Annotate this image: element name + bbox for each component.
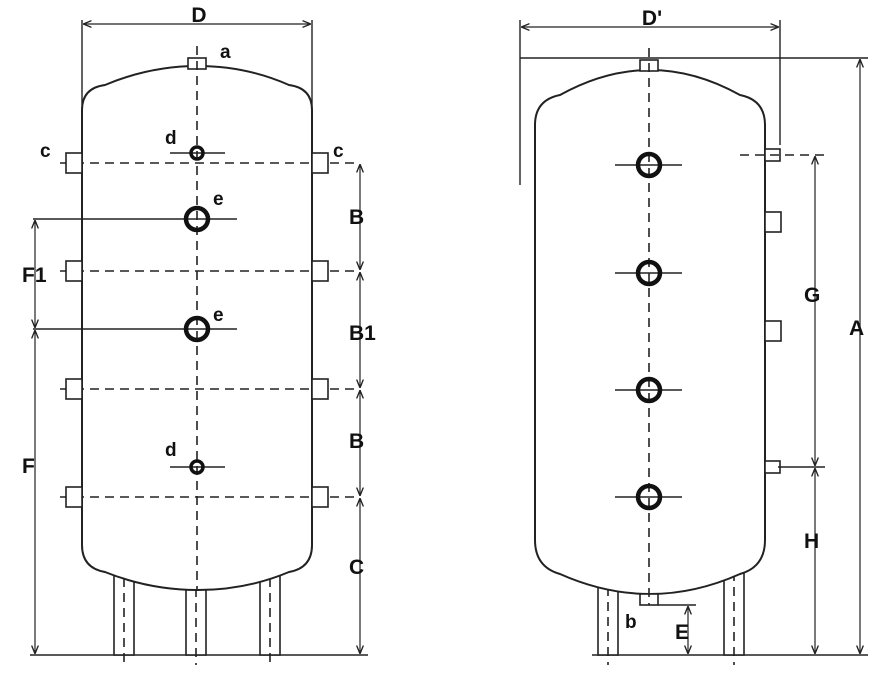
label-c-right: c xyxy=(333,141,344,162)
right-tank-body xyxy=(534,68,766,596)
left-tank-legs xyxy=(113,574,281,665)
label-d: D xyxy=(191,4,206,27)
label-e-dim: E xyxy=(675,621,689,644)
right-tank-view xyxy=(519,20,868,665)
label-d-lower: d xyxy=(165,440,177,461)
label-b-upper: B xyxy=(349,206,364,229)
large-port-e-upper xyxy=(33,205,237,233)
label-b-lower: B xyxy=(349,430,364,453)
label-c-left: c xyxy=(40,141,51,162)
label-d-prime: D' xyxy=(642,7,662,30)
small-port-d-lower xyxy=(170,459,225,475)
left-tank-view xyxy=(30,20,368,665)
label-c-dim: C xyxy=(349,556,364,579)
left-side-nozzles xyxy=(65,152,329,508)
left-tank-body xyxy=(81,64,313,592)
label-f1: F1 xyxy=(22,264,47,287)
right-leg-right xyxy=(723,569,745,656)
label-h: H xyxy=(804,530,819,553)
label-a-total: A xyxy=(849,317,864,340)
large-port-e-lower xyxy=(33,315,237,343)
small-port-d-upper xyxy=(170,145,225,161)
label-e-upper: e xyxy=(213,189,224,210)
label-d-upper: d xyxy=(165,128,177,149)
label-e-lower: e xyxy=(213,305,224,326)
label-g: G xyxy=(804,284,820,307)
right-front-ports xyxy=(615,151,682,511)
right-side-nozzles xyxy=(764,148,782,474)
label-b-bottom: b xyxy=(625,612,637,633)
label-f: F xyxy=(22,455,35,478)
label-b1: B1 xyxy=(349,322,376,345)
label-a: a xyxy=(220,42,231,63)
